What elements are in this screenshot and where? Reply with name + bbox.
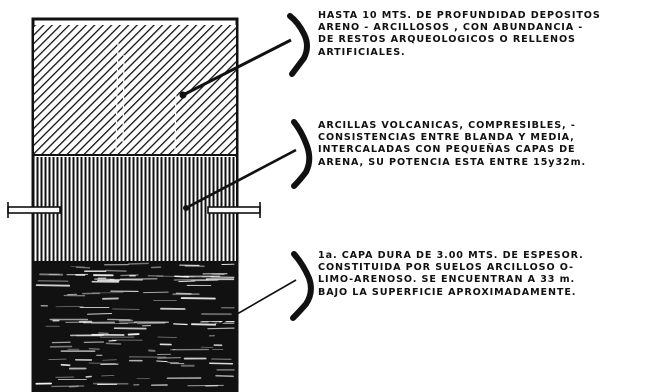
leader-dot-middle [183,205,189,211]
leader-line-upper [182,38,292,97]
note-line: INTERCALADAS CON PEQUEÑAS CAPAS DE [318,144,576,156]
note-line: ARENO - ARCILLOSOS , CON ABUNDANCIA - [318,22,584,34]
stratum-lower-dark-streaks [34,261,236,392]
stratum-upper-scratches [115,39,177,151]
leader-line-middle [185,148,297,210]
soil-column-frame [31,17,239,392]
stratum-upper-diagonal-hatch [34,25,236,154]
pipe-left [7,202,61,218]
brace-upper [287,13,310,77]
note-line: HASTA 10 MTS. DE PROFUNDIDAD DEPOSITOS [318,10,601,21]
note-line: 1a. CAPA DURA DE 3.00 MTS. DE ESPESOR. [318,250,584,261]
leader-dot-lower [216,323,220,327]
brace-lower [290,251,314,321]
note-line: CONSTITUIDA POR SUELOS ARCILLOSO O- [318,262,574,274]
stratum-middle-vertical-hatch [34,157,236,261]
note-line: CONSISTENCIAS ENTRE BLANDA Y MEDIA, [318,132,575,144]
stratum-upper-description: HASTA 10 MTS. DE PROFUNDIDAD DEPOSITOS A… [318,10,660,59]
note-line: DE RESTOS ARQUEOLOGICOS O RELLENOS [318,34,576,46]
pipe-right [207,202,261,218]
note-line: LIMO-ARENOSO. SE ENCUENTRAN A 33 m. [318,274,576,286]
leader-dot-upper [179,91,187,99]
stratum-lower-description: 1a. CAPA DURA DE 3.00 MTS. DE ESPESOR. C… [318,250,660,299]
note-line: BAJO LA SUPERFICIE APROXIMADAMENTE. [318,286,577,298]
stratum-middle-description: ARCILLAS VOLCANICAS, COMPRESIBLES, - CON… [318,120,660,169]
note-line: ARTIFICIALES. [318,46,406,58]
brace-middle [291,119,313,189]
leader-line-lower [217,279,297,326]
note-line: ARCILLAS VOLCANICAS, COMPRESIBLES, - [318,120,576,131]
note-line: ARENA, SU POTENCIA ESTA ENTRE 15y32m. [318,156,587,168]
